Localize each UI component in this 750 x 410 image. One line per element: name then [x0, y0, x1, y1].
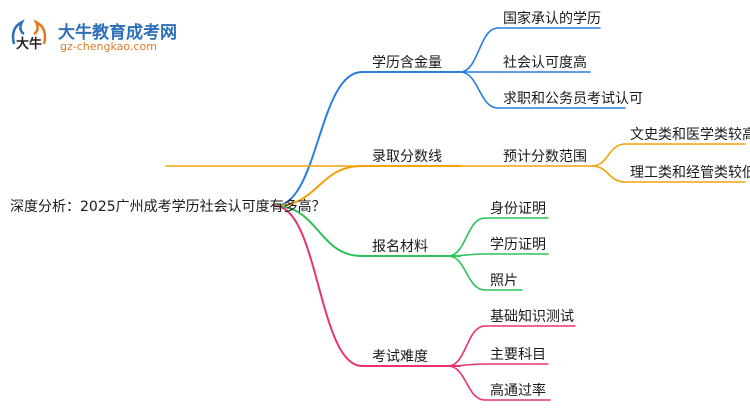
- branch-label: 录取分数线: [372, 149, 442, 165]
- leaf-label: 预计分数范围: [503, 149, 587, 165]
- subleaf-link: [591, 165, 626, 183]
- bull-logo-icon: 大牛: [11, 19, 47, 52]
- logo-name: 大牛教育成考网: [58, 23, 177, 43]
- branch-leaf-link: [459, 71, 499, 109]
- branch-leaf-link: [447, 255, 486, 291]
- root-branch-link: [274, 205, 363, 257]
- leaf-label: 基础知识测试: [490, 309, 574, 325]
- root-topic: 深度分析：2025广州成考学历社会认可度有多高？: [10, 199, 326, 215]
- branch-label: 报名材料: [372, 239, 428, 255]
- leaf-label: 国家承认的学历: [503, 11, 601, 27]
- leaf-label: 照片: [490, 273, 518, 289]
- logo-mark-text: 大牛: [16, 36, 42, 52]
- branch-leaf-link: [447, 217, 486, 257]
- subleaf-link: [591, 143, 626, 167]
- leaf-label: 求职和公务员考试认可: [503, 91, 643, 107]
- root-branch-link: [274, 165, 363, 207]
- branch-leaf-link: [447, 365, 486, 401]
- root-branch-link: [274, 205, 363, 367]
- leaf-label: 身份证明: [490, 201, 546, 217]
- branch-label: 考试难度: [372, 349, 428, 365]
- branch-leaf-link: [447, 325, 486, 367]
- leaf-label: 文史类和医学类较高: [630, 127, 750, 143]
- branch-leaf-link: [459, 27, 499, 73]
- leaf-label: 高通过率: [490, 383, 546, 399]
- leaf-label: 主要科目: [490, 347, 546, 363]
- leaf-label: 社会认可度高: [503, 55, 587, 71]
- leaf-label: 学历证明: [490, 237, 546, 253]
- leaf-label: 理工类和经管类较低: [630, 165, 750, 181]
- logo-url: gz-chengkao.com: [60, 40, 157, 53]
- root-branch-link: [274, 71, 363, 207]
- branch-label: 学历含金量: [372, 55, 442, 71]
- logo: 大牛 大牛教育成考网 gz-chengkao.com: [6, 14, 206, 58]
